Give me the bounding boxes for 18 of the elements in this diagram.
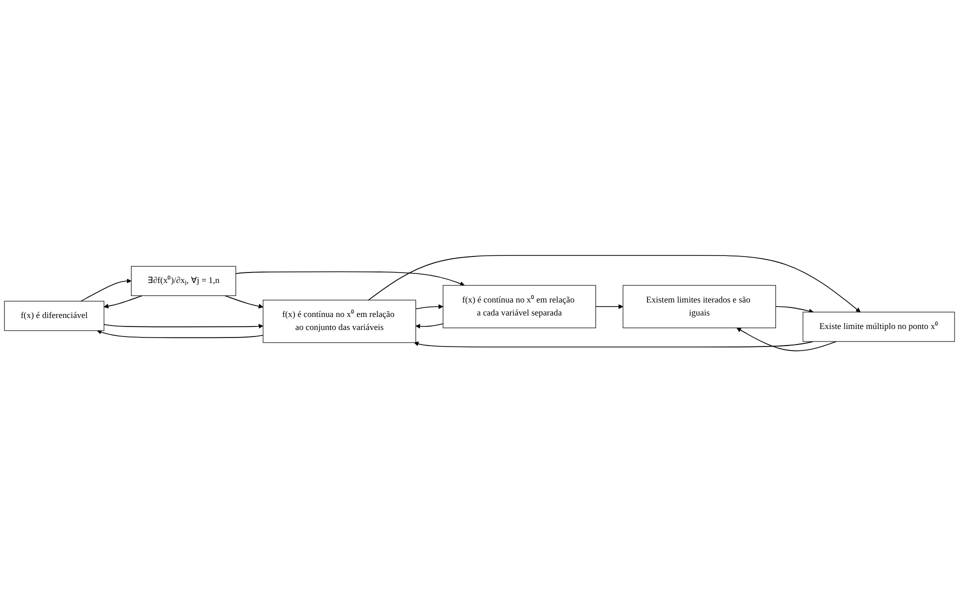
arrow (775, 306, 814, 314)
arrow (80, 279, 132, 302)
arrow (96, 330, 264, 339)
arrow (104, 324, 264, 330)
node-box: f(x) é contínua no x⁰ em relação a cada variável separada (442, 286, 596, 329)
arrow (224, 296, 264, 309)
node-box: f(x) é diferenciável (4, 301, 104, 332)
node-box: Existe limite múltiplo no ponto x⁰ (802, 312, 955, 342)
node-box: ∃∂f(x⁰)/∂xⱼ, ∀j = 1,n (131, 266, 236, 296)
node-box: Existem limites iterados e são iguais (622, 286, 776, 329)
arrow (416, 324, 444, 330)
arrow (235, 272, 465, 286)
arrow (415, 304, 444, 310)
arrow (414, 342, 814, 348)
arrow (368, 255, 861, 313)
arrow (595, 304, 624, 310)
arrow (736, 328, 837, 352)
node-box: f(x) é contínua no x⁰ em relação ao conjunto das variáveis (262, 300, 416, 344)
